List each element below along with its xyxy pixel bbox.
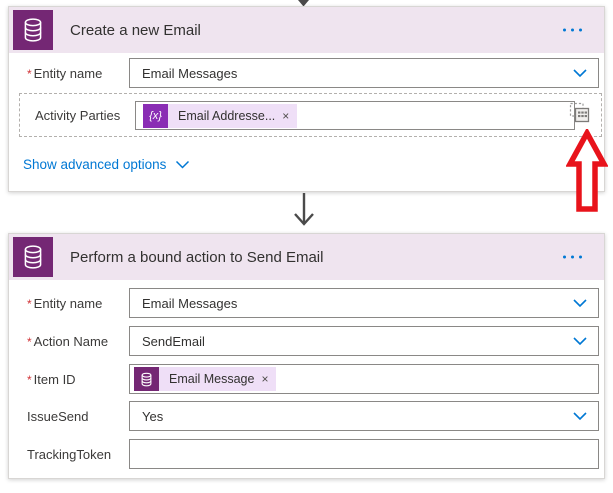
activity-parties-input[interactable]: {x} Email Addresse... × <box>135 101 575 130</box>
card-menu-ellipsis-icon[interactable] <box>559 252 586 263</box>
action-card-create-email: Create a new Email *Entity name Email Me… <box>8 6 605 192</box>
trackingtoken-input-wrap <box>129 439 599 469</box>
expression-fx-icon: {x} <box>143 103 168 128</box>
card-title: Create a new Email <box>70 21 201 39</box>
entity-name-value: Email Messages <box>142 295 238 311</box>
item-id-input[interactable]: Email Message × <box>129 364 599 394</box>
trackingtoken-label: TrackingToken <box>27 447 112 462</box>
action-card-send-email: Perform a bound action to Send Email *En… <box>8 233 605 479</box>
chevron-down-icon <box>573 337 587 346</box>
dataverse-connector-icon <box>13 237 53 277</box>
incoming-connector-arrowhead <box>298 0 309 7</box>
card-menu-ellipsis-icon[interactable] <box>559 25 586 36</box>
switch-to-input-entire-array-icon[interactable] <box>568 101 592 125</box>
red-annotation-arrow <box>566 129 608 212</box>
item-id-label: *Item ID <box>27 372 76 387</box>
token-close-icon[interactable]: × <box>261 372 269 386</box>
issuesend-dropdown[interactable]: Yes <box>129 401 599 431</box>
issuesend-label: IssueSend <box>27 409 89 424</box>
token-close-icon[interactable]: × <box>282 108 290 123</box>
chevron-down-icon <box>176 160 190 169</box>
issuesend-value: Yes <box>142 408 164 424</box>
show-advanced-options-link[interactable]: Show advanced options <box>23 157 190 172</box>
flow-connector-arrow <box>294 193 314 226</box>
dataverse-connector-icon <box>13 10 53 50</box>
action-name-value: SendEmail <box>142 333 205 349</box>
entity-name-label: *Entity name <box>27 66 103 81</box>
entity-name-dropdown[interactable]: Email Messages <box>129 58 599 88</box>
trackingtoken-input[interactable] <box>142 446 586 462</box>
dynamic-content-token[interactable]: Email Message × <box>134 367 277 391</box>
token-label: Email Addresse... <box>178 108 276 123</box>
activity-parties-group: Activity Parties {x} Email Addresse... × <box>19 93 602 137</box>
entity-name-dropdown[interactable]: Email Messages <box>129 288 599 318</box>
chevron-down-icon <box>573 69 587 78</box>
dataverse-token-icon <box>134 367 159 391</box>
entity-name-value: Email Messages <box>142 65 238 81</box>
token-label: Email Message <box>169 372 255 386</box>
entity-name-label: *Entity name <box>27 296 103 311</box>
card-title: Perform a bound action to Send Email <box>70 248 324 266</box>
card-header[interactable]: Create a new Email <box>9 7 604 53</box>
activity-parties-label: Activity Parties <box>35 108 121 123</box>
chevron-down-icon <box>573 299 587 308</box>
action-name-dropdown[interactable]: SendEmail <box>129 326 599 356</box>
action-name-label: *Action Name <box>27 334 109 349</box>
card-header[interactable]: Perform a bound action to Send Email <box>9 234 604 280</box>
chevron-down-icon <box>573 412 587 421</box>
required-marker: * <box>27 67 32 81</box>
dynamic-content-token[interactable]: {x} Email Addresse... × <box>143 103 298 128</box>
